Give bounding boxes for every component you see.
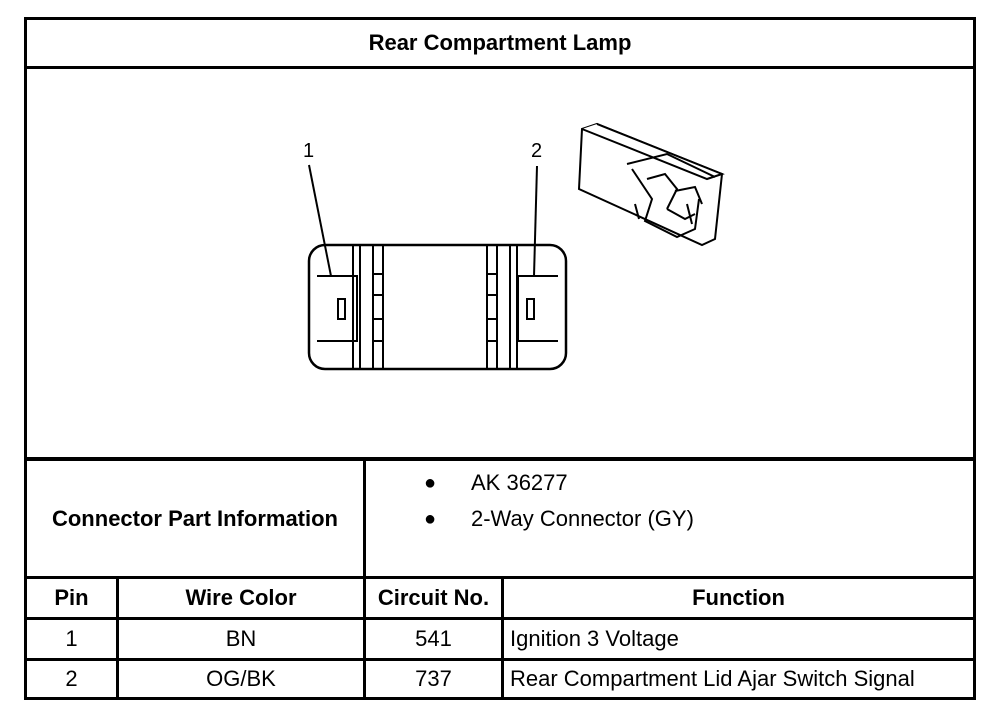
pin-label-1: 1 [303, 140, 314, 162]
divider [363, 579, 366, 697]
cavity-1 [317, 275, 358, 342]
cell-circuit-no: 737 [415, 666, 452, 691]
list-item: ● 2-Way Connector (GY) [423, 506, 694, 531]
divider [27, 658, 973, 661]
cavity-2 [517, 275, 558, 342]
cell-function: Ignition 3 Voltage [510, 626, 679, 651]
pin-1-leader [308, 164, 332, 277]
list-item: ● AK 36277 [423, 470, 568, 495]
header-wire-color: Wire Color [185, 585, 297, 610]
connector-3d-view [577, 122, 725, 247]
page-title: Rear Compartment Lamp [27, 20, 973, 69]
pin-2-leader [533, 165, 538, 277]
bullet-icon: ● [423, 507, 437, 530]
cell-wire-color: OG/BK [206, 666, 276, 691]
connector-info-label: Connector Part Information [51, 505, 338, 531]
cell-pin: 1 [65, 626, 78, 651]
cell-circuit-no: 541 [415, 626, 452, 651]
connector-diagram: 1 2 [27, 69, 973, 457]
cell-function: Rear Compartment Lid Ajar Switch Signal [510, 666, 915, 691]
header-pin: Pin [54, 585, 89, 610]
header-function: Function [692, 585, 785, 610]
connector-drawing: 1 2 [303, 122, 725, 371]
connector-info-list: ● AK 36277 ● 2-Way Connector (GY) [367, 460, 973, 575]
divider [27, 457, 973, 461]
terminal-2 [526, 298, 535, 320]
terminal-1 [337, 298, 346, 320]
bullet-icon: ● [423, 471, 437, 494]
pin-label-2: 2 [531, 140, 542, 162]
cell-wire-color: BN [225, 626, 257, 651]
header-circuit-no: Circuit No. [377, 585, 490, 610]
divider [501, 579, 504, 697]
divider [27, 617, 973, 620]
connector-end-view-sheet: Rear Compartment Lamp [24, 17, 976, 700]
divider [27, 576, 973, 579]
divider [363, 461, 366, 576]
cell-pin: 2 [65, 666, 78, 691]
divider [116, 579, 119, 697]
